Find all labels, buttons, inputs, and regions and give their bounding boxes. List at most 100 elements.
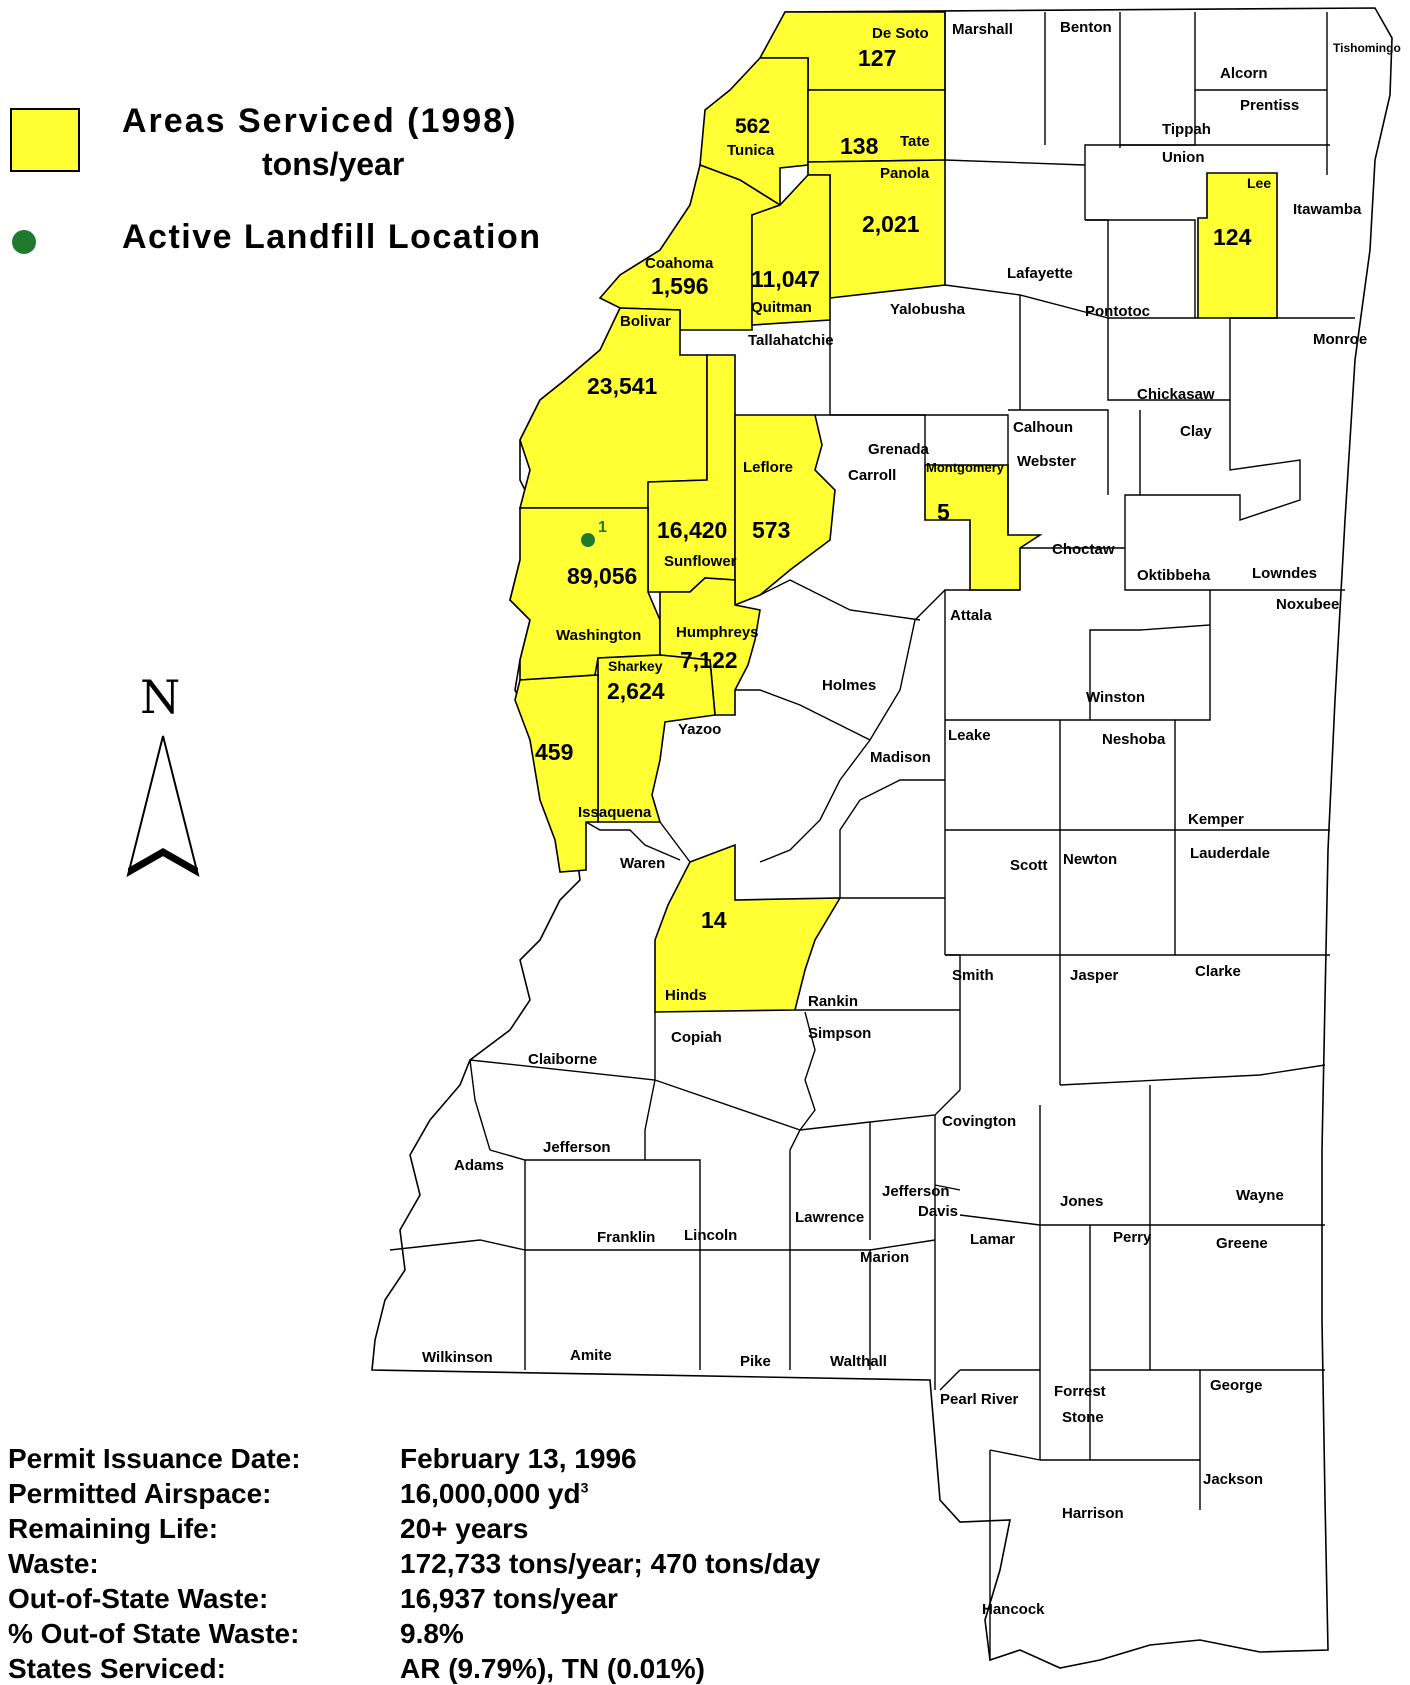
county-label-washington: Washington: [556, 627, 641, 644]
county-label-itawamba: Itawamba: [1293, 201, 1362, 218]
county-label-quitman: Quitman: [751, 299, 812, 316]
county-label-waren: Waren: [620, 855, 665, 872]
county-label-jefferson-davis-a: Jefferson: [882, 1183, 950, 1200]
region-quitman: [751, 174, 831, 326]
county-tons-quitman: 11,047: [751, 266, 820, 292]
county-label-montgomery: Montgomery: [926, 460, 1005, 475]
county-label-benton: Benton: [1060, 19, 1112, 36]
county-label-choctaw: Choctaw: [1052, 541, 1115, 558]
county-label-lee: Lee: [1247, 175, 1271, 191]
county-label-bolivar: Bolivar: [620, 313, 671, 330]
county-tons-de-soto: 127: [858, 45, 896, 71]
county-label-humphreys: Humphreys: [676, 624, 759, 641]
county-label-perry: Perry: [1113, 1229, 1152, 1246]
county-label-lamar: Lamar: [970, 1231, 1015, 1248]
county-label-madison: Madison: [870, 749, 931, 766]
region-issaquena: [514, 674, 599, 873]
county-tons-sunflower: 16,420: [657, 517, 727, 543]
county-tons-hinds: 14: [701, 907, 727, 933]
county-label-lawrence: Lawrence: [795, 1209, 864, 1226]
legend-landfill-label: Active Landfill Location: [122, 218, 542, 256]
county-label-clay: Clay: [1180, 423, 1212, 440]
stat-label-permit-issuance-date: Permit Issuance Date:: [8, 1443, 301, 1474]
county-label-jackson: Jackson: [1203, 1471, 1263, 1488]
county-label-harrison: Harrison: [1062, 1505, 1124, 1522]
county-label-carroll: Carroll: [848, 467, 896, 484]
county-label-tate: Tate: [900, 133, 930, 150]
county-label-george: George: [1210, 1377, 1263, 1394]
county-label-greene: Greene: [1216, 1235, 1268, 1252]
county-label-marion: Marion: [860, 1249, 909, 1266]
county-label-simpson: Simpson: [808, 1025, 871, 1042]
county-label-sunflower: Sunflower: [664, 553, 737, 570]
county-label-leake: Leake: [948, 727, 991, 744]
landfill-marker[interactable]: [581, 533, 595, 547]
region-bolivar: [518, 307, 708, 509]
north-label: N: [140, 670, 181, 724]
county-label-prentiss: Prentiss: [1240, 97, 1299, 114]
stat-label-permitted-airspace: Permitted Airspace:: [8, 1478, 272, 1509]
county-label-coahoma: Coahoma: [645, 255, 714, 272]
county-label-lafayette: Lafayette: [1007, 265, 1073, 282]
county-label-pearl-river: Pearl River: [940, 1391, 1019, 1408]
county-tons-coahoma: 1,596: [651, 273, 709, 299]
county-label-stone: Stone: [1062, 1409, 1104, 1426]
county-label-hancock: Hancock: [982, 1601, 1045, 1618]
legend-serviced-title: Areas Serviced (1998): [122, 102, 518, 140]
county-tons-tate: 138: [840, 133, 879, 159]
county-label-lauderdale: Lauderdale: [1190, 845, 1270, 862]
stat-label-states-serviced: States Serviced:: [8, 1653, 226, 1684]
state-outline: [371, 7, 1393, 1669]
county-tons-issaquena: 459: [535, 739, 573, 765]
county-tons-panola: 2,021: [862, 211, 920, 237]
county-boundaries: [389, 12, 1355, 1660]
north-arrow-icon: [126, 735, 200, 878]
county-label-chickasaw: Chickasaw: [1137, 386, 1215, 403]
county-label-jefferson-davis-b: Davis: [918, 1203, 958, 1220]
county-tons-montgomery: 5: [937, 499, 950, 525]
county-label-grenada: Grenada: [868, 441, 930, 458]
county-label-winston: Winston: [1086, 689, 1145, 706]
county-tons-bolivar: 23,541: [587, 373, 658, 399]
region-leflore: [734, 414, 836, 607]
county-label-smith: Smith: [952, 967, 994, 984]
stat-value-out-of-state-waste: 9.8%: [400, 1618, 464, 1649]
legend-serviced-units: tons/year: [262, 146, 405, 182]
county-label-webster: Webster: [1017, 453, 1076, 470]
county-label-lincoln: Lincoln: [684, 1227, 737, 1244]
stat-value-states-serviced: AR (9.79%), TN (0.01%): [400, 1653, 705, 1684]
stat-value-out-of-state-waste: 16,937 tons/year: [400, 1583, 618, 1614]
county-label-calhoun: Calhoun: [1013, 419, 1073, 436]
county-label-oktibbeha: Oktibbeha: [1137, 567, 1211, 584]
county-label-alcorn: Alcorn: [1220, 65, 1268, 82]
county-label-attala: Attala: [950, 607, 992, 624]
county-label-claiborne: Claiborne: [528, 1051, 597, 1068]
county-label-noxubee: Noxubee: [1276, 596, 1339, 613]
county-tons-tunica: 562: [735, 115, 770, 138]
county-tons-leflore: 573: [752, 517, 790, 543]
serviced-labels: De Soto127Tunica562Tate138Panola2,021Coa…: [535, 25, 1271, 1004]
county-label-neshoba: Neshoba: [1102, 731, 1166, 748]
county-label-tishomingo: Tishomingo: [1333, 41, 1401, 55]
county-tons-humphreys: 7,122: [680, 647, 738, 673]
county-label-panola: Panola: [880, 165, 930, 182]
county-label-jasper: Jasper: [1070, 967, 1119, 984]
stat-value-permit-issuance-date: February 13, 1996: [400, 1443, 637, 1474]
county-label-issaquena: Issaquena: [578, 804, 652, 821]
stat-value-waste: 172,733 tons/year; 470 tons/day: [400, 1548, 821, 1579]
county-tons-washington: 89,056: [567, 563, 637, 589]
county-label-lowndes: Lowndes: [1252, 565, 1317, 582]
county-label-monroe: Monroe: [1313, 331, 1367, 348]
county-tons-lee: 124: [1213, 224, 1252, 250]
county-label-de-soto: De Soto: [872, 25, 929, 42]
stat-label-out-of-state-waste: Out-of-State Waste:: [8, 1583, 269, 1614]
stat-label-remaining-life: Remaining Life:: [8, 1513, 219, 1544]
county-label-franklin: Franklin: [597, 1229, 655, 1246]
county-label-pike: Pike: [740, 1353, 771, 1370]
county-label-tallahatchie: Tallahatchie: [748, 332, 834, 349]
county-label-newton: Newton: [1063, 851, 1117, 868]
serviced-regions: [509, 11, 1278, 1013]
county-label-kemper: Kemper: [1188, 811, 1244, 828]
